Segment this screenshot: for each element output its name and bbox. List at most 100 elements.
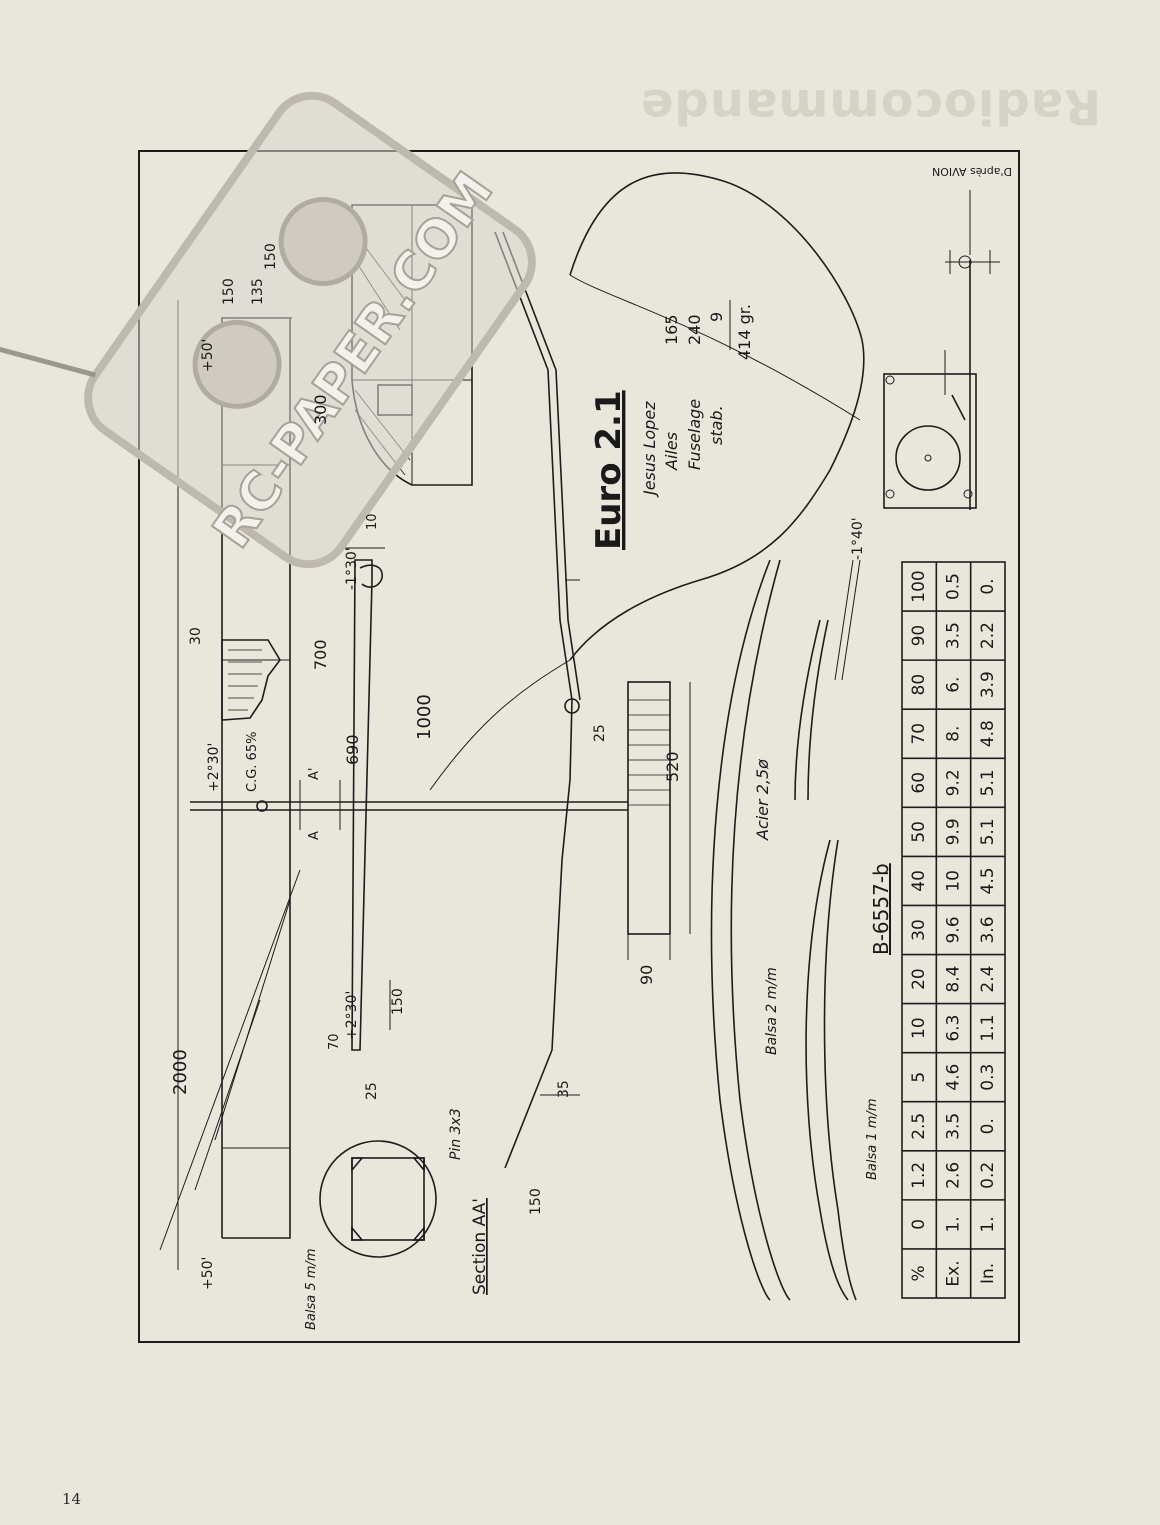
section-label: Section AA' (470, 1198, 490, 1295)
table-cell: 4.8 (978, 720, 998, 747)
balsa-2-label: Balsa 2 m/m (764, 967, 780, 1055)
title-name: Euro 2.1 (589, 390, 629, 550)
radio-sketch (883, 190, 1000, 510)
dim-700: 700 (311, 639, 330, 670)
weight-total: 414 gr. (735, 304, 754, 360)
dim-70: 70 (327, 1033, 342, 1050)
table-cell: 8. (944, 726, 964, 742)
table-cell: 5.1 (978, 818, 998, 845)
label-a-prime: A' (307, 768, 322, 780)
table-cell: 2.6 (944, 1162, 964, 1189)
table-cell: 3.5 (944, 1113, 964, 1140)
table-cell: 2.2 (978, 622, 998, 649)
table-cell: 0.3 (978, 1064, 998, 1091)
table-header-cell: 10 (909, 1017, 929, 1039)
table-header-cell: 90 (909, 625, 929, 647)
weight-value-ailes: 165 (662, 314, 681, 345)
table-cell: 3.6 (978, 916, 998, 943)
table-cell: 0. (978, 1118, 998, 1134)
rib-detail (221, 639, 281, 721)
weight-value-stab: 9 (707, 312, 726, 322)
weight-label-fuselage: Fuselage (685, 399, 704, 470)
table-header-cell: 70 (909, 723, 929, 745)
dim-1000: 1000 (414, 694, 435, 740)
table-cell: Ex. (944, 1260, 964, 1286)
table-cell: 8.4 (944, 966, 964, 993)
dim-520: 520 (663, 751, 682, 782)
table-header-cell: 5 (909, 1072, 929, 1083)
table-cell: 9.2 (944, 769, 964, 796)
text-annotations: D'après AVION Euro 2.1 Jesus Lopez Ailes… (170, 165, 1012, 1330)
weight-label-stab: stab. (707, 405, 726, 445)
table-cell: 0.2 (978, 1162, 998, 1189)
table-cell: In. (978, 1263, 998, 1284)
dim-150-c: 150 (390, 988, 406, 1015)
table-cell: 1. (978, 1216, 998, 1232)
table-header-cell: 40 (909, 870, 929, 892)
table-cell: 0.5 (944, 573, 964, 600)
dim-135: 135 (250, 278, 266, 305)
table-header-cell: % (909, 1265, 929, 1281)
cg-label: C.G. 65% (245, 732, 260, 792)
table-cell: 2.4 (978, 966, 998, 993)
angle-plus-50-bottom: +50' (200, 1257, 216, 1290)
acier-label: Acier 2,5ø (753, 759, 772, 841)
table-header-cell: 60 (909, 772, 929, 794)
dim-span: 2000 (170, 1049, 191, 1095)
angle-minus-1-40: -1°40' (850, 517, 866, 560)
table-header-cell: 2.5 (909, 1113, 929, 1140)
table-cell: 6. (944, 677, 964, 693)
designer-name: Jesus Lopez (640, 401, 659, 498)
angle-plus-2-30-a: +2°30' (206, 743, 222, 792)
balsa-1-label: Balsa 1 m/m (865, 1099, 880, 1180)
table-cell: 9.9 (944, 818, 964, 845)
table-header-cell: 0 (909, 1219, 929, 1230)
drawing-frame (138, 150, 1020, 1343)
dim-10: 10 (365, 513, 380, 530)
dim-300: 300 (311, 394, 330, 425)
wing-tip-outline (429, 172, 865, 791)
angle-plus-2-30-b: +2°30' (344, 991, 360, 1040)
fuselage-side (190, 547, 691, 1051)
table-cell: 5.1 (978, 769, 998, 796)
table-cell: 9.6 (944, 916, 964, 943)
table-cell: 4.5 (978, 867, 998, 894)
wing-front-view (494, 231, 581, 1169)
dim-90: 90 (637, 965, 656, 985)
label-a: A (307, 831, 322, 840)
dim-150-b: 150 (263, 243, 279, 270)
table-cell: 10 (944, 870, 964, 892)
table-cell: 3.5 (944, 622, 964, 649)
airfoil-table: %01.22.55102030405060708090100Ex.1.2.63.… (901, 561, 1006, 1299)
balsa-5-label: Balsa 5 m/m (304, 1249, 319, 1330)
dim-25-b: 25 (592, 724, 608, 742)
pin-label: Pin 3x3 (448, 1108, 464, 1160)
table-header-cell: 100 (909, 570, 929, 602)
table-header-cell: 20 (909, 968, 929, 990)
dim-150-a: 150 (221, 278, 237, 305)
dim-150-d: 150 (528, 1188, 544, 1215)
wing-profile-views (710, 559, 861, 1301)
dim-690: 690 (343, 734, 362, 765)
dim-30: 30 (188, 627, 204, 645)
table-cell: 4.6 (944, 1064, 964, 1091)
table-cell: 3.9 (978, 671, 998, 698)
weight-value-fuselage: 240 (685, 314, 704, 345)
dim-25-a: 25 (364, 1082, 380, 1100)
weight-label-ailes: Ailes (662, 432, 681, 471)
table-cell: 0. (978, 578, 998, 594)
table-cell: 1. (944, 1216, 964, 1232)
page-number: 14 (62, 1490, 82, 1508)
table-header-cell: 30 (909, 919, 929, 941)
table-header-cell: 80 (909, 674, 929, 696)
credit-text: D'après AVION (932, 165, 1012, 178)
angle-minus-1-30: -1°30' (344, 547, 360, 590)
angle-plus-50-top: +50' (200, 339, 216, 372)
table-cell: 1.1 (978, 1015, 998, 1042)
table-header-cell: 1.2 (909, 1162, 929, 1189)
table-cell: 6.3 (944, 1015, 964, 1042)
airfoil-name: B-6557-b (869, 863, 893, 955)
dim-35: 35 (556, 1080, 572, 1098)
section-aa (319, 1140, 437, 1258)
